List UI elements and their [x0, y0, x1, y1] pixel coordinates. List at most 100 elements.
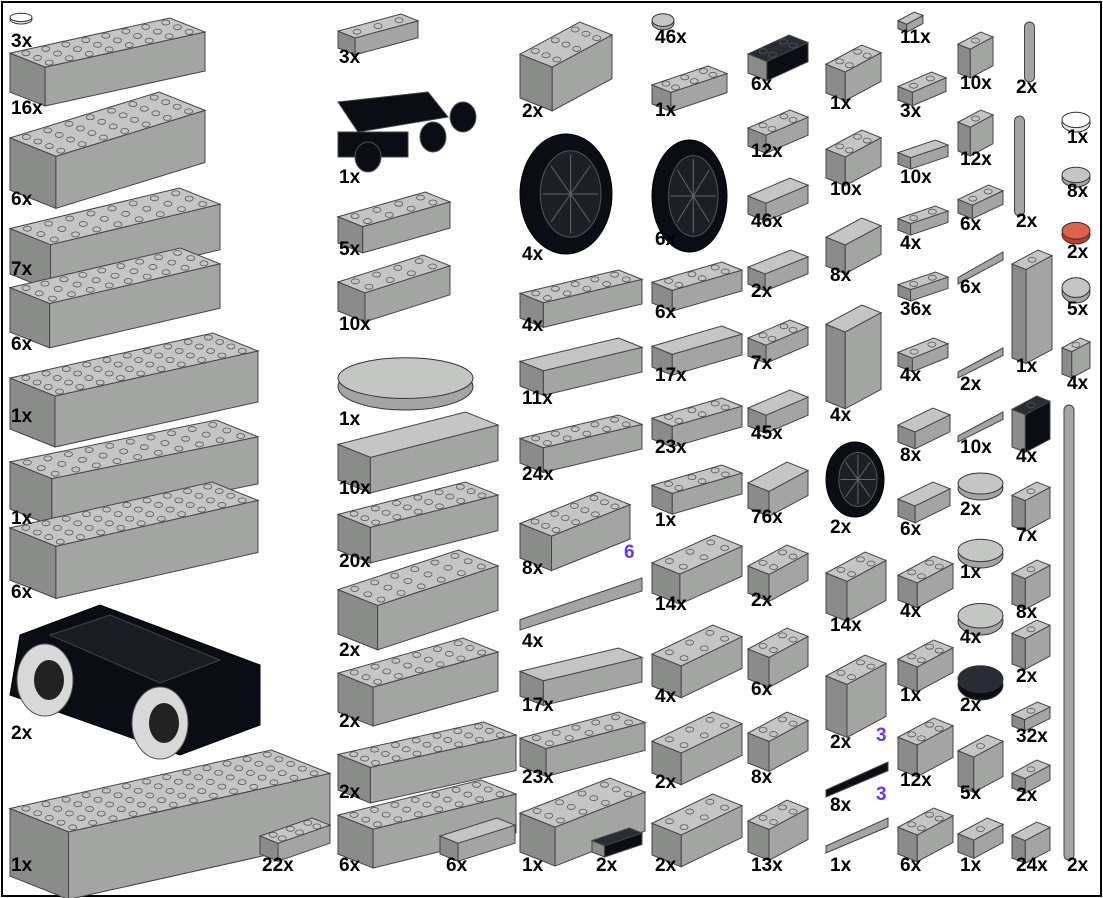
part-dish-small-icon [957, 472, 1004, 501]
quantity-label: 45x [751, 423, 783, 444]
quantity-label: 1x [655, 100, 677, 121]
quantity-label: 2x [596, 855, 618, 876]
part-pin-icon [957, 347, 1004, 379]
quantity-label: 7x [11, 259, 33, 280]
part-plate-round-end-icon [336, 13, 420, 56]
length-label: 3 [876, 725, 887, 746]
quantity-label: 1x [960, 562, 982, 583]
quantity-label: 4x [900, 365, 922, 386]
quantity-label: 1x [11, 855, 33, 876]
part-technic-brick-icon [746, 799, 810, 862]
part-slope-curved-icon [896, 407, 952, 450]
part-plate-large-icon [8, 419, 260, 527]
part-brick-1x1-hole-icon [1010, 481, 1052, 533]
quantity-label: 2x [339, 711, 361, 732]
part-plate-4x4-icon [336, 191, 452, 254]
quantity-label: 10x [960, 437, 992, 458]
quantity-label: 1x [1016, 356, 1038, 377]
part-plate-1x2-icon [896, 271, 950, 302]
quantity-label: 6x [751, 679, 773, 700]
part-plate-wide-icon [336, 779, 518, 869]
quantity-label: 2x [1016, 211, 1038, 232]
part-brick-2x2-icon [746, 627, 810, 689]
part-plate-2x4-icon [650, 261, 744, 312]
part-slope-curved-icon [746, 461, 810, 518]
quantity-label: 8x [522, 558, 544, 579]
part-cylinder-icon [896, 71, 948, 107]
part-shovel-icon [1010, 249, 1054, 365]
quantity-label: 24x [1016, 855, 1048, 876]
part-plate-round-icon [957, 603, 1004, 636]
part-technic-brick-1x2-icon [824, 44, 883, 102]
part-cylinder-brick-icon [1060, 337, 1092, 379]
quantity-label: 36x [900, 299, 932, 320]
quantity-label: 6x [11, 582, 33, 603]
part-slope-curved-tall-icon [824, 217, 883, 275]
quantity-label: 17x [522, 695, 554, 716]
part-brick-2x4-icon [518, 491, 632, 572]
part-bar-icon [1014, 115, 1025, 217]
part-round-1x1-icon [1061, 277, 1091, 304]
part-tile-long-icon [336, 411, 500, 494]
part-wheel-small-icon [825, 441, 885, 518]
part-plate-long-icon [518, 711, 647, 778]
quantity-label: 2x [522, 101, 544, 122]
quantity-label: 10x [339, 314, 371, 335]
part-plate-small-icon [258, 817, 332, 862]
part-plate-clip-icon [956, 184, 1005, 220]
part-baseplate-icon [8, 749, 332, 898]
quantity-label: 6x [900, 519, 922, 540]
quantity-label: 1x [1067, 127, 1089, 148]
quantity-label: 6x [900, 855, 922, 876]
quantity-label: 3x [900, 101, 922, 122]
quantity-label: 4x [522, 631, 544, 652]
quantity-label: 2x [830, 517, 852, 538]
part-brick-long-icon [336, 549, 500, 651]
part-tile-2x4-icon [518, 337, 644, 397]
quantity-label: 14x [830, 615, 862, 636]
part-tile-long-icon [650, 325, 744, 376]
quantity-label: 2x [1016, 77, 1038, 98]
quantity-label: 1x [900, 685, 922, 706]
quantity-label: 8x [830, 265, 852, 286]
part-brick-1x1-icon [956, 31, 995, 79]
quantity-label: 2x [751, 590, 773, 611]
quantity-label: 4x [830, 405, 852, 426]
part-technic-brick-icon [650, 793, 744, 868]
part-plate-long-icon [336, 481, 500, 564]
quantity-label: 1x [11, 406, 33, 427]
quantity-label: 8x [1016, 602, 1038, 623]
part-plate-long-icon [8, 17, 207, 107]
part-brick-2x2-icon [746, 544, 810, 603]
quantity-label: 2x [11, 723, 33, 744]
part-brick-long-icon [8, 91, 207, 210]
part-connector-icon [1010, 395, 1052, 454]
quantity-label: 32x [1016, 726, 1048, 747]
quantity-label: 3x [11, 31, 33, 52]
quantity-label: 5x [960, 783, 982, 804]
quantity-label: 13x [751, 855, 783, 876]
quantity-label: 11x [522, 388, 553, 409]
part-train-bogie-icon [337, 91, 477, 173]
part-axle-icon [519, 577, 643, 631]
quantity-label: 6x [655, 302, 677, 323]
quantity-label: 4x [960, 627, 982, 648]
quantity-label: 12x [751, 141, 783, 162]
quantity-label: 2x [655, 855, 677, 876]
quantity-label: 23x [522, 767, 554, 788]
part-technic-brick-1x2-icon [896, 807, 955, 863]
quantity-label: 1x [339, 409, 361, 430]
quantity-label: 2x [1016, 785, 1038, 806]
part-plate-1x1-icon [1010, 701, 1052, 732]
quantity-label: 2x [339, 782, 361, 803]
quantity-label: 5x [1067, 299, 1089, 320]
part-dish-round-icon [337, 357, 474, 411]
part-ladder-icon [824, 654, 888, 739]
part-plate-clip-icon [1010, 759, 1052, 795]
quantity-label: 4x [900, 233, 922, 254]
part-plate-bracket-icon [650, 464, 744, 515]
quantity-label: 1x [655, 510, 677, 531]
quantity-label: 14x [655, 594, 687, 615]
part-slope-tall-icon [824, 304, 883, 410]
